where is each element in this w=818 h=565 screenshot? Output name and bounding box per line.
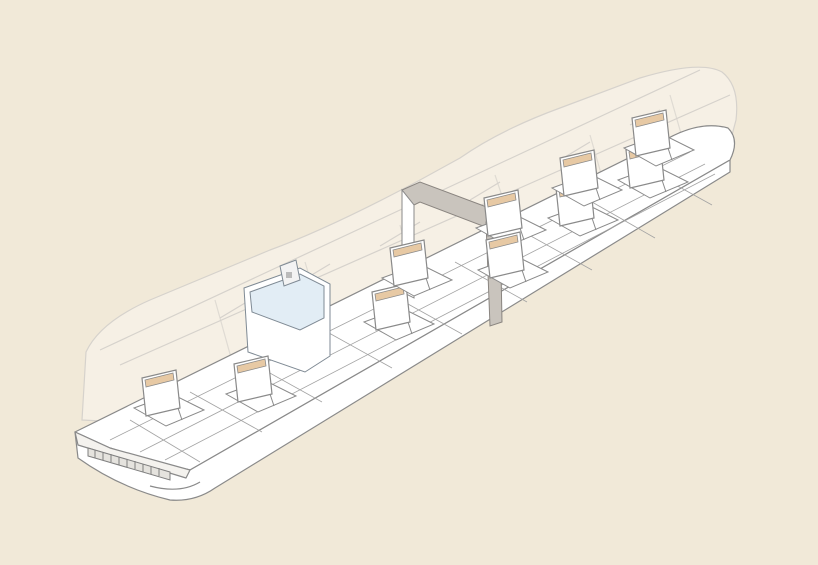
seat-pair-icon xyxy=(380,239,454,297)
rear-vent-grille-icon xyxy=(87,447,171,481)
seat-pair-icon xyxy=(132,369,206,427)
seat-pair-icon xyxy=(550,149,624,207)
seat-rows xyxy=(132,109,696,427)
seat-pair-icon xyxy=(224,355,298,413)
glass-cabin-icon xyxy=(243,259,331,373)
seat-pair-icon xyxy=(474,189,548,247)
seat-pair-icon xyxy=(362,283,436,341)
seat-pair-icon xyxy=(622,109,696,167)
seat-pair-icon xyxy=(476,231,550,289)
